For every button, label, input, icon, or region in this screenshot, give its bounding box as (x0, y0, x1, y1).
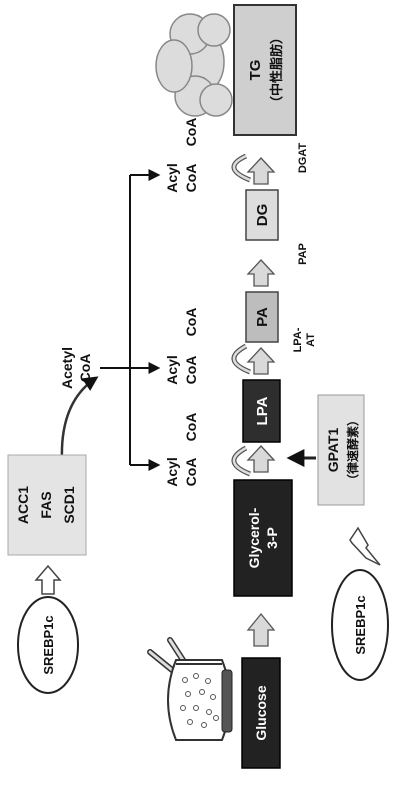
glycerol-label-line2: 3-P (264, 527, 280, 549)
arrow-glucose-to-glycerol (248, 614, 274, 646)
arrow-pa-to-dg (248, 260, 274, 286)
acetyl-coa-label-line1: Acetyl (59, 347, 75, 389)
srebp-top-arrow (36, 566, 60, 594)
acyl-coa-1-line1: Acyl (164, 457, 180, 487)
coa-released-2: CoA (183, 308, 199, 337)
gene-fas: FAS (38, 491, 54, 518)
gpat1-sublabel: （律速酵素） (345, 414, 360, 486)
acyl-coa-3-line1: Acyl (164, 163, 180, 193)
srebp1c-bottom-label: SREBP1c (353, 595, 368, 654)
tg-label-line1: TG (247, 60, 264, 81)
lpaat-label-line2: AT (305, 333, 317, 347)
gene-acc1: ACC1 (15, 486, 31, 524)
acyl-coa-2-line1: Acyl (164, 355, 180, 385)
fat-cloud-icon (156, 14, 232, 116)
dgat-label: DGAT (297, 143, 309, 174)
tg-label-line2: （中性脂肪） (269, 31, 284, 109)
arrow-lpa-to-pa (248, 348, 274, 374)
tg-box (234, 5, 296, 135)
arrow-glycerol-to-lpa (248, 446, 274, 472)
rice-bowl-icon (150, 640, 232, 740)
acyl-coa-1-line2: CoA (183, 458, 199, 487)
coa-released-3: CoA (183, 118, 199, 147)
glucose-label: Glucose (253, 685, 269, 740)
srebp-bottom-arrow (350, 528, 380, 565)
gpat1-label: GPAT1 (325, 427, 341, 472)
arrow-dg-to-tg (248, 158, 274, 184)
acetyl-coa-label-line2: CoA (77, 354, 93, 383)
acyl-coa-2-line2: CoA (183, 356, 199, 385)
pap-label: PAP (297, 243, 309, 265)
srebp1c-top-label: SREBP1c (41, 615, 56, 674)
glycerol-label-line1: Glycerol- (246, 507, 262, 568)
lpa-label: LPA (254, 396, 271, 425)
gene-scd1: SCD1 (61, 486, 77, 524)
acyl-coa-3-line2: CoA (183, 164, 199, 193)
lpaat-label-line1: LPA- (292, 327, 304, 352)
dg-label: DG (254, 204, 271, 227)
coa-released-1: CoA (183, 413, 199, 442)
glycerol-3p-box (234, 480, 292, 596)
fas-to-acetyl-arrow (62, 378, 96, 460)
pa-label: PA (254, 307, 271, 327)
